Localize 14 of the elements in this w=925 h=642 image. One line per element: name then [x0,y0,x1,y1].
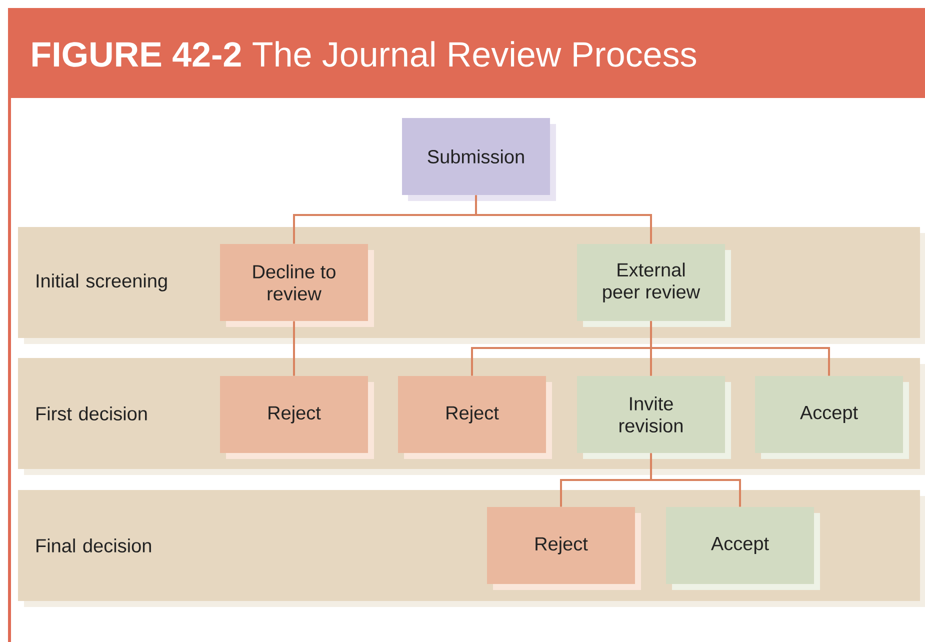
title-bar: FIGURE 42-2 The Journal Review Process [8,8,925,98]
connector-line [293,321,295,376]
connector-line [650,453,742,507]
connector-line [475,195,652,244]
process-box: Accept [666,507,820,590]
process-box: Reject [487,507,641,590]
process-box: Invite revision [577,376,731,459]
process-box: Reject [398,376,552,459]
connector-line [650,321,830,376]
process-box: External peer review [577,244,731,327]
process-box: Accept [755,376,910,459]
process-box: Reject [220,376,374,459]
process-box: Submission [402,118,556,201]
process-box: Decline to review [220,244,374,327]
